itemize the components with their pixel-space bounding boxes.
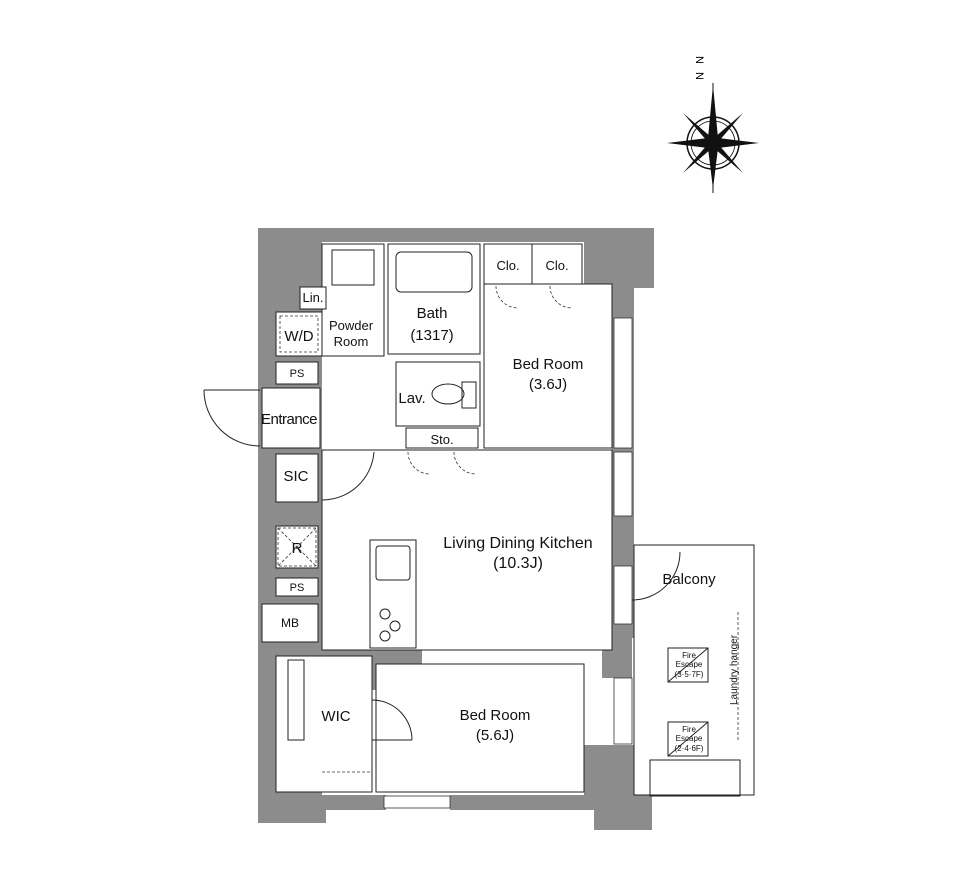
storage-label: Sto.: [430, 432, 453, 447]
fire-escape-2-floors-label: (2·4·6F): [675, 744, 704, 753]
meter-box-label: MB: [281, 616, 299, 630]
laundry-hanger-label: Laundry hanger: [729, 634, 740, 705]
bath-size-label: (1317): [410, 327, 453, 344]
ldk-label: Living Dining Kitchen: [443, 535, 592, 552]
washer-dryer-label: W/D: [284, 328, 313, 345]
lavatory-label: Lav.: [398, 390, 425, 407]
interior-rooms: [203, 243, 755, 809]
ldk-size-label: (10.3J): [493, 555, 543, 572]
linen-label: Lin.: [303, 290, 324, 305]
ps-upper-label: PS: [290, 368, 305, 380]
compass-rose-icon: [667, 83, 759, 193]
bedroom-south-size-label: (5.6J): [476, 727, 514, 744]
bedroom-north-size-label: (3.6J): [529, 376, 567, 393]
fire-escape-1-floors-label: (3·5·7F): [675, 670, 704, 679]
refrigerator-label: R: [292, 540, 303, 557]
shoe-closet-label: SIC: [283, 468, 308, 485]
entrance-label: Entrance: [261, 411, 317, 428]
closet-label-1: Clo.: [496, 258, 519, 273]
balcony-label: Balcony: [662, 571, 716, 588]
ps-lower-label: PS: [290, 582, 305, 594]
powder-room-label-1: Powder: [329, 318, 374, 333]
bedroom-south-label: Bed Room: [460, 707, 531, 724]
fire-escape-1-label-2: Escape: [676, 660, 703, 669]
fire-escape-1-label-1: Fire: [682, 651, 696, 660]
fire-escape-2-label-1: Fire: [682, 725, 696, 734]
closet-label-2: Clo.: [545, 258, 568, 273]
bedroom-north-label: Bed Room: [513, 356, 584, 373]
compass-north-label-2: N: [693, 72, 705, 80]
fire-escape-2-label-2: Escape: [676, 734, 703, 743]
compass-north-label: N: [693, 56, 705, 64]
powder-room-label-2: Room: [334, 334, 369, 349]
bath-label: Bath: [417, 305, 448, 322]
wic-label: WIC: [321, 708, 350, 725]
